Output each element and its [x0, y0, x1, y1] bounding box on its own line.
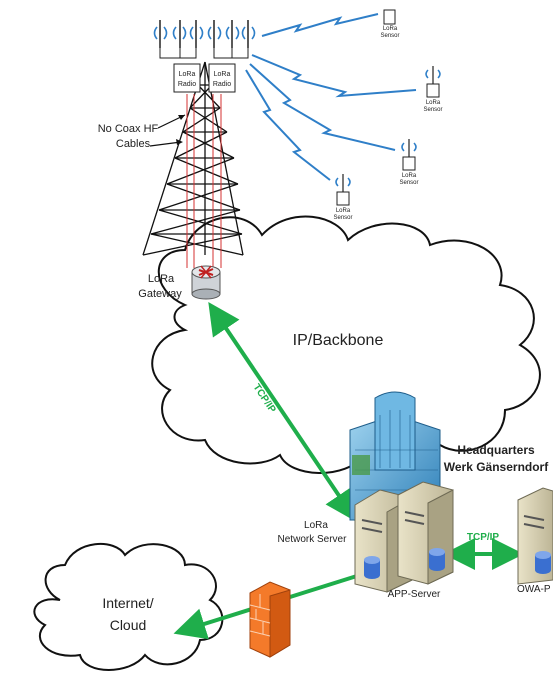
- svg-text:Cables: Cables: [116, 138, 151, 150]
- gateway-label-line2: Gateway: [138, 288, 182, 300]
- backbone-label: IP/Backbone: [293, 332, 384, 349]
- svg-text:LoRa: LoRa: [214, 71, 231, 78]
- app-server-label: APP-Server: [388, 589, 441, 600]
- hq-title-line1: Headquarters: [457, 443, 535, 457]
- no-coax-note: No Coax HF Cables: [98, 114, 186, 150]
- antenna-array: [153, 20, 256, 59]
- lora-radio-right: LoRa Radio: [208, 63, 236, 93]
- sensor-4: LoRa Sensor: [333, 174, 353, 221]
- owa-label: OWA-P: [517, 584, 551, 595]
- svg-text:LoRa: LoRa: [336, 208, 351, 214]
- svg-text:Sensor: Sensor: [333, 215, 352, 221]
- lattice-tower: [142, 61, 244, 256]
- hq-title-line2: Werk Gänserndorf: [444, 460, 549, 474]
- svg-text:LoRa: LoRa: [179, 71, 196, 78]
- svg-text:LoRa: LoRa: [402, 173, 417, 179]
- radio-waves: [245, 13, 417, 181]
- internet-label-line1: Internet/: [102, 595, 153, 611]
- svg-text:Sensor: Sensor: [399, 180, 418, 186]
- owa-server: [517, 487, 553, 585]
- link-app-owa-label: TCP/IP: [467, 532, 500, 543]
- sensor-1: LoRa Sensor: [380, 9, 400, 39]
- svg-text:LoRa: LoRa: [383, 26, 398, 32]
- sensor-2: LoRa Sensor: [423, 66, 443, 113]
- fiber-lines: [186, 94, 222, 268]
- lora-gateway-router: [191, 265, 221, 300]
- svg-text:Sensor: Sensor: [423, 107, 442, 113]
- sensor-3: LoRa Sensor: [399, 139, 419, 186]
- svg-text:No Coax HF: No Coax HF: [98, 123, 159, 135]
- svg-text:Radio: Radio: [213, 81, 231, 88]
- lora-radio-left: LoRa Radio: [173, 63, 201, 93]
- svg-text:Radio: Radio: [178, 81, 196, 88]
- network-server-label-line1: LoRa: [304, 520, 328, 531]
- svg-text:LoRa: LoRa: [426, 100, 441, 106]
- firewall: [249, 581, 291, 658]
- svg-text:Sensor: Sensor: [380, 33, 399, 39]
- app-server: [397, 481, 454, 585]
- network-server-label-line2: Network Server: [278, 534, 348, 545]
- gateway-label-line1: LoRa: [148, 273, 175, 285]
- link-gateway-server: [208, 302, 357, 522]
- internet-label-line2: Cloud: [110, 617, 147, 633]
